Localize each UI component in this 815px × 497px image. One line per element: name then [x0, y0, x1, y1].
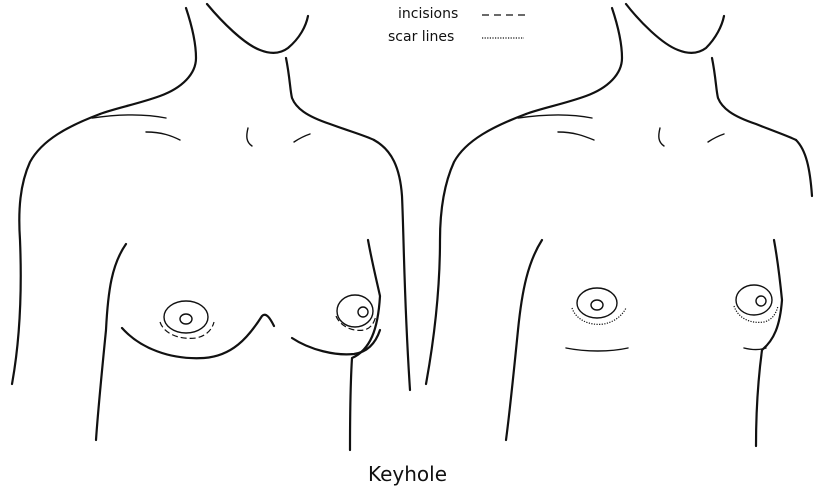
jaw-line	[207, 4, 308, 53]
neck-left-line	[100, 8, 196, 114]
neck-right-line	[286, 58, 374, 140]
left-torso-side	[96, 244, 126, 440]
neck-left-line-after	[526, 8, 622, 114]
left-chest-crease	[566, 348, 628, 351]
left-torso-side-after	[506, 240, 542, 440]
left-shoulder-crease	[92, 115, 166, 118]
left-shoulder-arm	[12, 114, 100, 384]
sternal-notch-after	[659, 128, 664, 146]
left-clavicle-after	[558, 132, 594, 140]
left-breast-outline	[122, 315, 274, 358]
jaw-line-after	[626, 4, 724, 53]
right-torso-side	[350, 240, 380, 450]
neck-right-line-after	[712, 58, 796, 140]
left-areola-after	[577, 288, 617, 318]
right-incision	[336, 316, 376, 330]
right-shoulder-arm	[374, 140, 410, 390]
right-torso-side-after	[756, 240, 782, 446]
right-breast-outline	[292, 330, 380, 354]
right-clavicle	[294, 134, 310, 142]
left-shoulder-arm-after	[426, 114, 526, 384]
figure-after	[426, 4, 812, 446]
left-shoulder-crease-after	[518, 115, 592, 118]
figure-caption: Keyhole	[0, 462, 815, 486]
legend-incisions-label: incisions	[398, 6, 458, 22]
right-shoulder-arm-after	[796, 140, 812, 196]
sternal-notch	[247, 128, 252, 146]
left-nipple-after	[591, 300, 603, 310]
left-clavicle	[146, 132, 180, 140]
left-nipple	[180, 314, 192, 324]
legend	[482, 15, 526, 38]
legend-scar-lines-label: scar lines	[388, 29, 454, 45]
left-areola	[164, 301, 208, 333]
right-clavicle-after	[708, 134, 724, 142]
right-nipple-after	[756, 296, 766, 306]
right-nipple	[358, 307, 368, 317]
figure-before	[12, 4, 410, 450]
right-chest-crease	[744, 348, 766, 350]
right-scar	[734, 306, 778, 322]
